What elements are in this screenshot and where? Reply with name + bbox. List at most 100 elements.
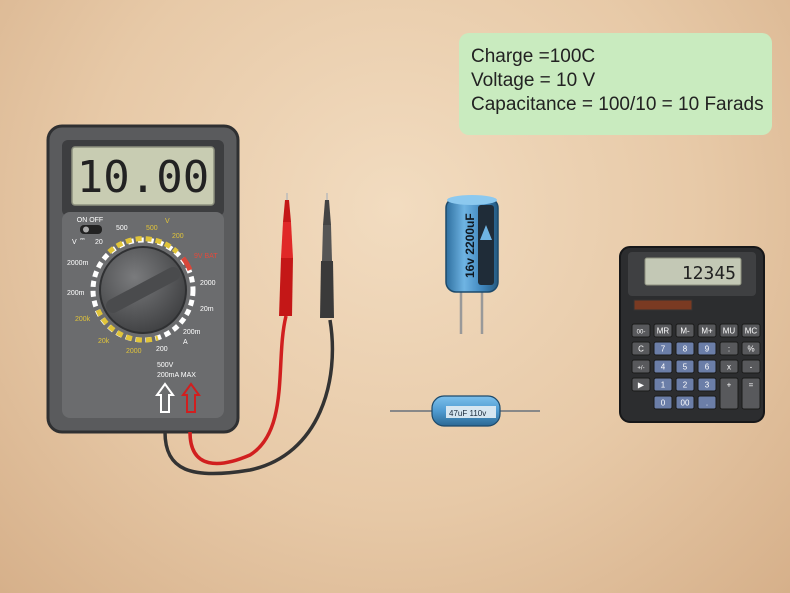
calculator-key[interactable]	[631, 377, 651, 392]
calculator-key-label: C	[638, 345, 644, 354]
calculator-key-label: 3	[705, 381, 710, 390]
calculator-key[interactable]	[697, 359, 717, 374]
port-rating-current: 200mA MAX	[157, 372, 196, 379]
calculator-key-label: 0	[661, 399, 666, 408]
calculator-key[interactable]	[741, 341, 761, 356]
calculator-key-label: 00	[681, 399, 690, 408]
calculator-key-label: 9	[705, 345, 710, 354]
calculator-key[interactable]	[675, 323, 695, 338]
port-rating-voltage: 500V	[157, 362, 174, 369]
calculator-key[interactable]	[697, 341, 717, 356]
calculator-key[interactable]	[719, 323, 739, 338]
calculator-key-label: MC	[745, 327, 758, 336]
calculator-key[interactable]	[697, 395, 717, 410]
calculator-key-label: 5	[683, 363, 688, 372]
calculator-key-label: MU	[723, 327, 736, 336]
dial-label-200m-left: 200m	[67, 290, 85, 297]
black-lead-wire	[163, 319, 335, 476]
dial-label-500a: 500	[116, 225, 128, 232]
dial-label-200b: 200	[156, 346, 168, 353]
dial-labels: V ⎓ 20 500 500 V 200 9V BAT 2000 20m 200…	[67, 218, 218, 355]
dial-label-2000a: 2000	[200, 280, 216, 287]
calculator-key[interactable]	[653, 377, 673, 392]
dial-label-200a: 200	[172, 233, 184, 240]
calculator-key-label: 8	[683, 345, 688, 354]
charge-text: Charge =100C	[471, 46, 596, 67]
calculator-key-label: MR	[657, 327, 670, 336]
red-lead-wire	[188, 315, 288, 466]
calculator-key[interactable]	[697, 323, 717, 338]
black-probe-handle[interactable]	[320, 261, 334, 318]
calculator-key-label: -	[750, 363, 753, 372]
capacitance-text: Capacitance = 100/10 = 10 Farads	[471, 94, 764, 115]
dial-label-v: V	[165, 218, 170, 225]
dial-label-v-dc: V	[72, 239, 77, 246]
calculator-key-label: .	[706, 399, 708, 408]
calculator-key-label: 1	[661, 381, 666, 390]
com-port-arrow-icon	[155, 382, 175, 413]
calculator-key[interactable]	[631, 359, 651, 374]
calculator-key[interactable]	[675, 395, 695, 410]
capacitor-large: 16v 2200uF	[445, 195, 499, 334]
calculator-key-label: 00-	[637, 330, 646, 336]
red-probe-handle[interactable]	[279, 258, 293, 316]
calculator-key-label: 2	[683, 381, 688, 390]
svg-text:⎓: ⎓	[80, 237, 85, 243]
calculator-key-label: x	[727, 363, 731, 372]
calculator-key[interactable]	[675, 359, 695, 374]
capacitor-small: 47uF 110v	[390, 395, 540, 427]
power-switch-label: ON OFF	[77, 217, 103, 224]
calculator-key[interactable]	[719, 377, 739, 410]
calculator-key[interactable]	[719, 341, 739, 356]
calculator-key-label: 4	[661, 363, 666, 372]
calculator: 12345 00- MR M- M+ MU MC C 7 8 9:% +/- 4 5 6 x - ▶ 1 2 3 + = 0…	[619, 246, 765, 423]
test-leads	[163, 193, 335, 476]
dial-label-bat: 9V BAT	[194, 253, 218, 260]
formula-card: Charge =100C Voltage = 10 V Capacitance …	[459, 33, 772, 135]
v-port-arrow-icon	[181, 382, 201, 413]
calculator-key[interactable]	[653, 359, 673, 374]
calculator-key-label: 6	[705, 363, 710, 372]
multimeter-lcd	[71, 146, 215, 206]
dial-label-500b: 500	[146, 225, 158, 232]
calculator-key-label: +	[727, 381, 732, 390]
calculator-key-label: :	[728, 345, 730, 354]
calculator-key[interactable]	[741, 377, 761, 410]
calculator-key-label: +/-	[637, 366, 644, 372]
dial-label-v20: 20	[95, 239, 103, 246]
calculator-key-label: %	[747, 345, 754, 354]
capacitor-small-label: 47uF 110v	[449, 409, 486, 418]
dial-label-2000m: 2000m	[67, 260, 89, 267]
multimeter-reading: 10.00	[77, 152, 209, 203]
solar-panel	[634, 300, 692, 310]
calculator-lcd	[644, 257, 742, 286]
calculator-key[interactable]	[653, 395, 673, 410]
calculator-reading: 12345	[682, 263, 736, 284]
knob-pointer	[105, 267, 181, 313]
dial-label-2000b: 2000	[126, 348, 142, 355]
calculator-key[interactable]	[631, 341, 651, 356]
voltage-text: Voltage = 10 V	[471, 70, 596, 91]
dial-ring	[90, 237, 196, 343]
dial-label-a: A	[183, 339, 188, 346]
calculator-key-label: =	[749, 381, 754, 390]
dial-label-20k: 20k	[98, 338, 110, 345]
calculator-key-label: 7	[661, 345, 666, 354]
calculator-key[interactable]	[741, 323, 761, 338]
dial-label-200m: 200m	[183, 329, 201, 336]
calculator-key[interactable]	[697, 377, 717, 392]
calculator-key-label: M+	[701, 327, 713, 336]
calculator-key[interactable]	[653, 341, 673, 356]
calculator-key[interactable]	[653, 323, 673, 338]
dial-label-20m: 20m	[200, 306, 214, 313]
calculator-key-label: ▶	[638, 381, 645, 390]
calculator-key[interactable]	[741, 359, 761, 374]
calculator-key[interactable]	[631, 323, 651, 338]
calculator-key-label: M-	[680, 327, 690, 336]
calculator-key[interactable]	[675, 341, 695, 356]
calculator-key[interactable]	[719, 359, 739, 374]
dial-label-200k: 200k	[75, 316, 91, 323]
calculator-key[interactable]	[675, 377, 695, 392]
